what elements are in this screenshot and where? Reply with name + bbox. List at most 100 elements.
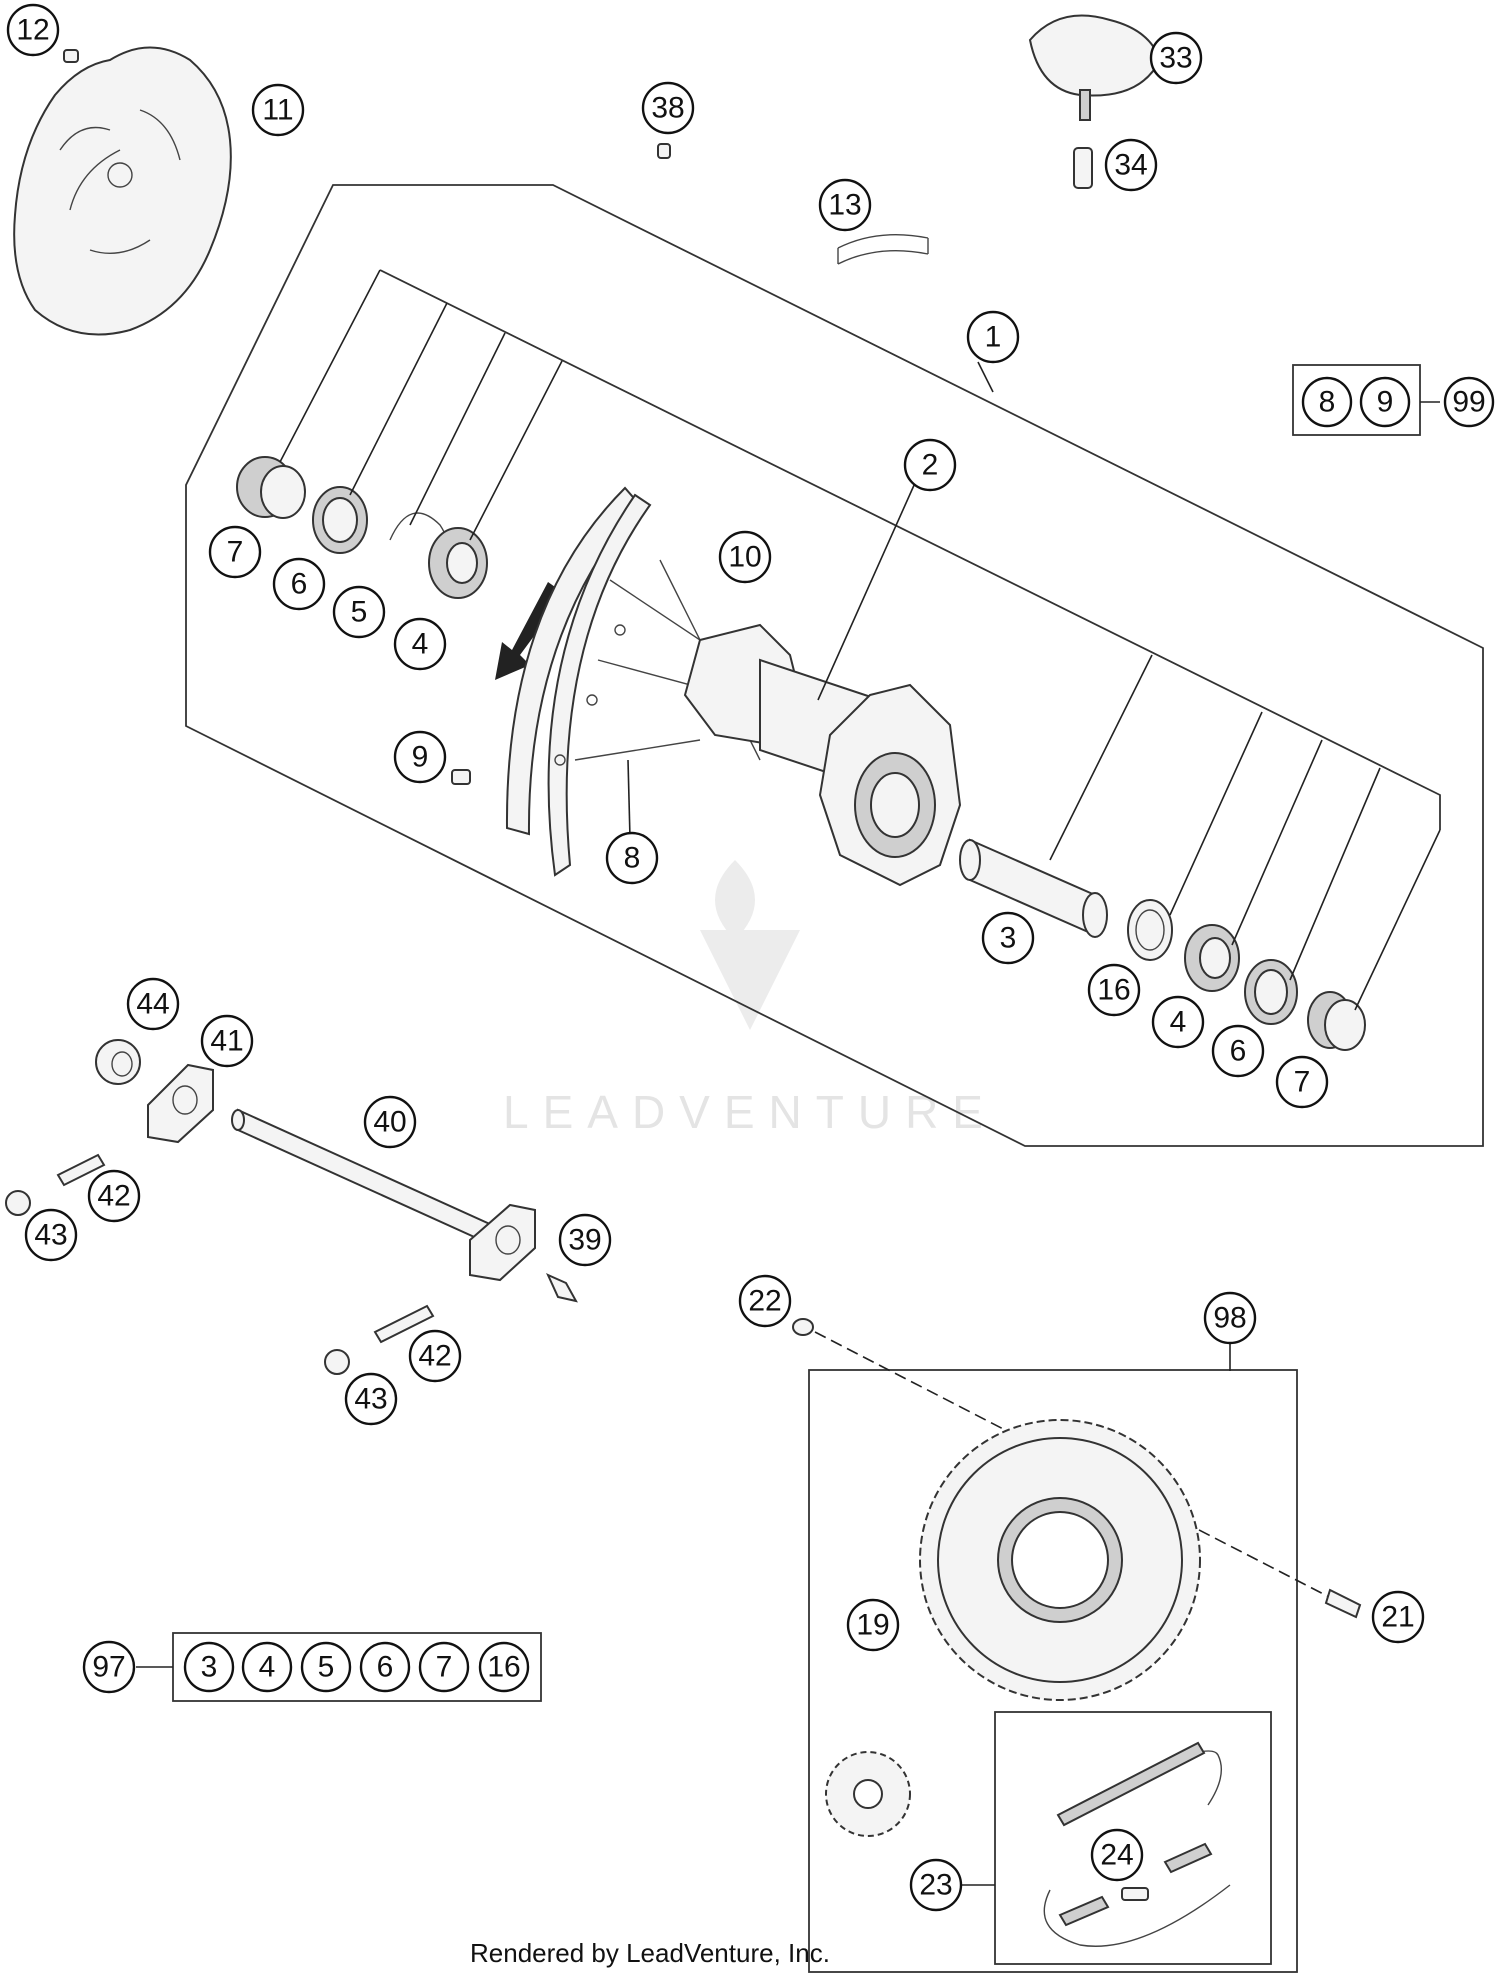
callout-label: 42 xyxy=(97,1180,130,1213)
chain-kit-frame xyxy=(994,1711,1272,1965)
callout-label: 9 xyxy=(412,741,429,774)
callout-c4b: 4 xyxy=(1151,995,1205,1049)
callout-c34: 34 xyxy=(1104,138,1158,192)
kit-99-label: 99 xyxy=(1443,376,1495,428)
callout-label: 16 xyxy=(1097,974,1130,1007)
svg-text:6: 6 xyxy=(377,1651,394,1684)
callout-c6b: 6 xyxy=(1211,1024,1265,1078)
callout-label: 98 xyxy=(1213,1302,1246,1335)
chain-adjuster-left xyxy=(147,1063,214,1144)
callout-c11: 11 xyxy=(251,83,305,137)
callout-c40: 40 xyxy=(363,1095,417,1149)
callout-c23: 23 xyxy=(909,1858,963,1912)
left-bearing xyxy=(428,527,488,599)
callout-label: 23 xyxy=(919,1869,952,1902)
callout-c44: 44 xyxy=(126,977,180,1031)
kit-97-item: 3 xyxy=(183,1641,235,1693)
callout-label: 3 xyxy=(1000,922,1017,955)
callout-label: 12 xyxy=(16,14,49,47)
callout-c43b: 43 xyxy=(344,1372,398,1426)
callout-c33: 33 xyxy=(1149,31,1203,85)
master-link xyxy=(1121,1887,1149,1901)
callout-label: 22 xyxy=(748,1285,781,1318)
callout-label: 43 xyxy=(34,1219,67,1252)
callout-label: 43 xyxy=(354,1383,387,1416)
callout-label: 11 xyxy=(262,94,293,127)
right-spacer xyxy=(1307,991,1366,1051)
callout-c9: 9 xyxy=(393,730,447,784)
kit-99-item: 9 xyxy=(1359,376,1411,428)
callout-c1: 1 xyxy=(966,310,1020,364)
callout-label: 8 xyxy=(624,842,641,875)
callout-c42b: 42 xyxy=(408,1329,462,1383)
svg-text:8: 8 xyxy=(1319,386,1336,419)
brake-disc xyxy=(13,46,232,336)
axle-clamp-bolt xyxy=(546,1273,578,1303)
callout-c8: 8 xyxy=(605,831,659,885)
kit-99-items: 8 9 99 xyxy=(1301,376,1495,428)
callout-label: 6 xyxy=(1230,1035,1247,1068)
adjuster-screw-left xyxy=(56,1153,106,1187)
hub-bracket-frame xyxy=(379,269,1441,830)
kit-97-item: 16 xyxy=(478,1641,530,1693)
valve-insert xyxy=(1073,147,1093,189)
kit-97-item: 6 xyxy=(359,1641,411,1693)
valve-cap xyxy=(657,143,671,159)
callout-c12: 12 xyxy=(6,3,60,57)
callout-c10: 10 xyxy=(718,530,772,584)
svg-text:9: 9 xyxy=(1377,386,1394,419)
kit-97 xyxy=(136,1632,542,1702)
kit-97-items: 97 3 4 5 6 7 16 xyxy=(82,1640,530,1694)
front-sprocket xyxy=(825,1751,911,1837)
callout-c39: 39 xyxy=(558,1213,612,1267)
callout-label: 41 xyxy=(210,1025,243,1058)
kit-97-item: 5 xyxy=(300,1641,352,1693)
bearing-spacer-ring xyxy=(1127,899,1173,961)
callout-c43a: 43 xyxy=(24,1208,78,1262)
callout-label: 4 xyxy=(412,628,429,661)
callout-label: 2 xyxy=(922,449,939,482)
adjuster-screw-right xyxy=(373,1304,435,1344)
callout-label: 19 xyxy=(856,1609,889,1642)
sprocket-bolt xyxy=(1324,1588,1362,1619)
callout-c38: 38 xyxy=(641,81,695,135)
callout-c24: 24 xyxy=(1090,1828,1144,1882)
callout-label: 7 xyxy=(227,536,244,569)
adjuster-nut-left xyxy=(5,1190,31,1216)
watermark: LEADVENTURE xyxy=(503,860,997,1138)
sprocket-kit-frame xyxy=(808,1369,1298,1973)
callout-c16: 16 xyxy=(1087,963,1141,1017)
adjuster-nut-right xyxy=(324,1349,350,1375)
callout-label: 40 xyxy=(373,1106,406,1139)
callout-label: 34 xyxy=(1114,149,1147,182)
callout-label: 10 xyxy=(728,541,761,574)
hub-leaders xyxy=(279,269,1441,1011)
kit-97-item: 4 xyxy=(241,1641,293,1693)
right-axle-spacer xyxy=(959,838,1108,938)
callout-label: 38 xyxy=(651,92,684,125)
callout-c19: 19 xyxy=(846,1598,900,1652)
callout-leaders xyxy=(960,1340,1231,1886)
callout-label: 24 xyxy=(1100,1839,1133,1872)
callout-c22: 22 xyxy=(738,1274,792,1328)
right-bearing xyxy=(1184,924,1240,992)
svg-text:3: 3 xyxy=(201,1651,218,1684)
callout-label: 21 xyxy=(1381,1601,1414,1634)
wheel-assembly-frame xyxy=(185,184,1484,1147)
callout-label: 5 xyxy=(351,596,368,629)
disc-bolt xyxy=(63,49,79,63)
kit-99 xyxy=(1292,364,1440,436)
callout-label: 44 xyxy=(136,988,169,1021)
callout-c7a: 7 xyxy=(208,525,262,579)
watermark-text: LEADVENTURE xyxy=(503,1086,997,1138)
callout-c21: 21 xyxy=(1371,1590,1425,1644)
kit-97-label: 97 xyxy=(82,1640,136,1694)
right-seal xyxy=(1244,959,1298,1025)
callout-c6a: 6 xyxy=(272,557,326,611)
callout-label: 33 xyxy=(1159,42,1192,75)
callout-c98: 98 xyxy=(1203,1291,1257,1345)
callout-c7b: 7 xyxy=(1275,1055,1329,1109)
svg-text:99: 99 xyxy=(1452,386,1485,419)
